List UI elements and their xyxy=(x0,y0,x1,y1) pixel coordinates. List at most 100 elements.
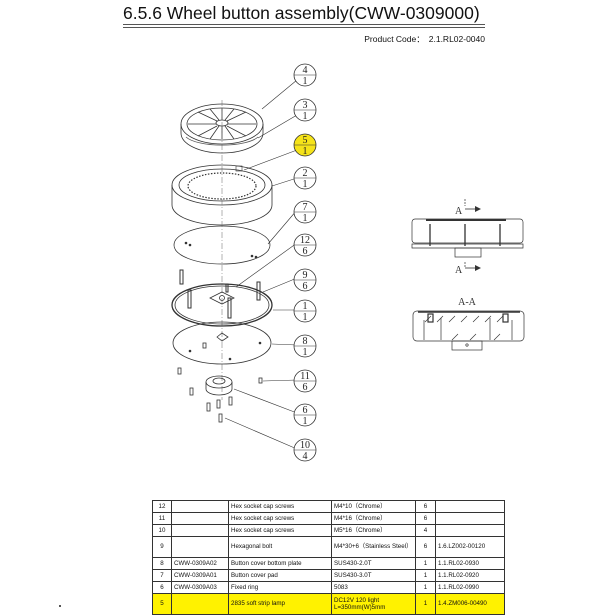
product-code-label: Product Code： xyxy=(364,34,425,44)
item-number: 6 xyxy=(152,581,172,594)
svg-text:6: 6 xyxy=(303,246,308,257)
material: SUS430-2.0T xyxy=(331,557,416,570)
svg-text:A: A xyxy=(455,265,463,276)
material: M4*10（Chrome） xyxy=(331,500,416,513)
part-code: 1.1.RL02-0920 xyxy=(435,569,505,582)
table-row: 11 Hex socket cap screws M4*16（Chrome） 6 xyxy=(152,512,505,525)
material: DC12V 120 light L=350mm(W)5mm xyxy=(331,593,416,615)
callout-9: 96 xyxy=(293,268,317,292)
material: M4*30+6（Stainless Steel） xyxy=(331,536,416,558)
svg-text:10: 10 xyxy=(300,440,310,451)
svg-text:1: 1 xyxy=(303,146,308,157)
table-row: 12 Hex socket cap screws M4*10（Chrome） 6 xyxy=(152,500,505,513)
svg-text:5: 5 xyxy=(303,135,308,146)
cap-screws xyxy=(177,367,263,423)
callout-4: 41 xyxy=(293,63,317,87)
title-underline xyxy=(123,24,485,25)
table-row: 10 Hex socket cap screws M5*16（Chrome） 4 xyxy=(152,524,505,537)
exploded-assembly-diagram: 41 31 51 21 71 126 96 11 81 116 61 104 A… xyxy=(171,63,525,462)
part-name: Hex socket cap screws xyxy=(228,524,332,537)
button-cover-frame-part xyxy=(171,283,273,327)
material: 5083 xyxy=(331,581,416,594)
quantity: 1 xyxy=(415,569,436,582)
table-row: 8 CWW-0309A02 Button cover bottom plate … xyxy=(152,557,505,570)
drawing-code xyxy=(171,500,229,513)
svg-text:6: 6 xyxy=(303,405,308,416)
drawing-code xyxy=(171,512,229,525)
callout-11: 116 xyxy=(293,369,317,393)
quantity: 6 xyxy=(415,500,436,513)
part-code xyxy=(435,512,505,525)
svg-text:1: 1 xyxy=(303,347,308,358)
bill-of-materials-table: 12 Hex socket cap screws M4*10（Chrome） 6… xyxy=(152,500,505,615)
svg-text:11: 11 xyxy=(300,371,310,382)
part-name: Button cover pad xyxy=(228,569,332,582)
part-name: Hexagonal bolt xyxy=(228,536,332,558)
fixed-ring-part xyxy=(205,375,233,396)
callout-3: 31 xyxy=(293,98,317,122)
svg-text:4: 4 xyxy=(303,65,308,76)
callout-balloons: 41 31 51 21 71 126 96 11 81 116 61 104 xyxy=(293,63,317,462)
section-view-label: A-A xyxy=(458,297,477,308)
cover-pad-plate-part xyxy=(173,225,271,265)
svg-text:12: 12 xyxy=(300,235,310,246)
item-number: 8 xyxy=(152,557,172,570)
material: SUS430-3.0T xyxy=(331,569,416,582)
section-arrow-top: A xyxy=(455,206,481,217)
product-code: Product Code：2.1.RL02-0040 xyxy=(364,33,485,45)
part-code xyxy=(435,500,505,513)
section-arrow-bottom: A xyxy=(455,265,481,276)
drawing-code: CWW-0309A03 xyxy=(171,581,229,594)
quantity: 6 xyxy=(415,512,436,525)
item-number: 7 xyxy=(152,569,172,582)
quantity: 6 xyxy=(415,536,436,558)
quantity: 4 xyxy=(415,524,436,537)
material: M4*16（Chrome） xyxy=(331,512,416,525)
svg-text:9: 9 xyxy=(303,270,308,281)
item-number: 10 xyxy=(152,524,172,537)
svg-text:1: 1 xyxy=(303,213,308,224)
quantity: 1 xyxy=(415,557,436,570)
item-number: 12 xyxy=(152,500,172,513)
callout-7: 71 xyxy=(293,200,317,224)
part-code: 1.1.RL02-0930 xyxy=(435,557,505,570)
drawing-code: CWW-0309A01 xyxy=(171,569,229,582)
page-title: 6.5.6 Wheel button assembly(CWW-0309000) xyxy=(123,3,480,23)
svg-text:7: 7 xyxy=(303,202,308,213)
section-view-a-a xyxy=(412,310,525,351)
table-row: 6 CWW-0309A03 Fixed ring 5083 1 1.1.RL02… xyxy=(152,581,505,594)
part-name: Hex socket cap screws xyxy=(228,500,332,513)
svg-text:2: 2 xyxy=(303,168,308,179)
part-code xyxy=(435,524,505,537)
drawing-code xyxy=(171,536,229,558)
svg-text:1: 1 xyxy=(303,111,308,122)
part-name: Hex socket cap screws xyxy=(228,512,332,525)
item-number: 11 xyxy=(152,512,172,525)
item-number: 9 xyxy=(152,536,172,558)
side-view xyxy=(411,199,524,268)
svg-text:1: 1 xyxy=(303,179,308,190)
quantity: 1 xyxy=(415,581,436,594)
part-name: Fixed ring xyxy=(228,581,332,594)
callout-5-highlighted: 51 xyxy=(293,133,317,157)
svg-text:1: 1 xyxy=(303,416,308,427)
svg-text:1: 1 xyxy=(303,312,308,323)
title-underline-second xyxy=(123,27,485,28)
margin-mark xyxy=(59,605,61,607)
part-code: 1.1.RL02-0990 xyxy=(435,581,505,594)
material: M5*16（Chrome） xyxy=(331,524,416,537)
part-name: 2835 soft strip lamp xyxy=(228,593,332,615)
part-code: 1.4.ZM006-00490 xyxy=(435,593,505,615)
table-row: 9 Hexagonal bolt M4*30+6（Stainless Steel… xyxy=(152,536,505,558)
quantity: 1 xyxy=(415,593,436,615)
callout-12: 126 xyxy=(293,233,317,257)
callout-2: 21 xyxy=(293,166,317,190)
svg-text:6: 6 xyxy=(303,382,308,393)
table-row-highlighted: 5 2835 soft strip lamp DC12V 120 light L… xyxy=(152,593,505,615)
table-row: 7 CWW-0309A01 Button cover pad SUS430-3.… xyxy=(152,569,505,582)
svg-text:6: 6 xyxy=(303,281,308,292)
callout-1: 11 xyxy=(293,299,317,323)
svg-text:A: A xyxy=(455,206,463,217)
svg-text:4: 4 xyxy=(303,451,308,462)
drawing-code xyxy=(171,593,229,615)
